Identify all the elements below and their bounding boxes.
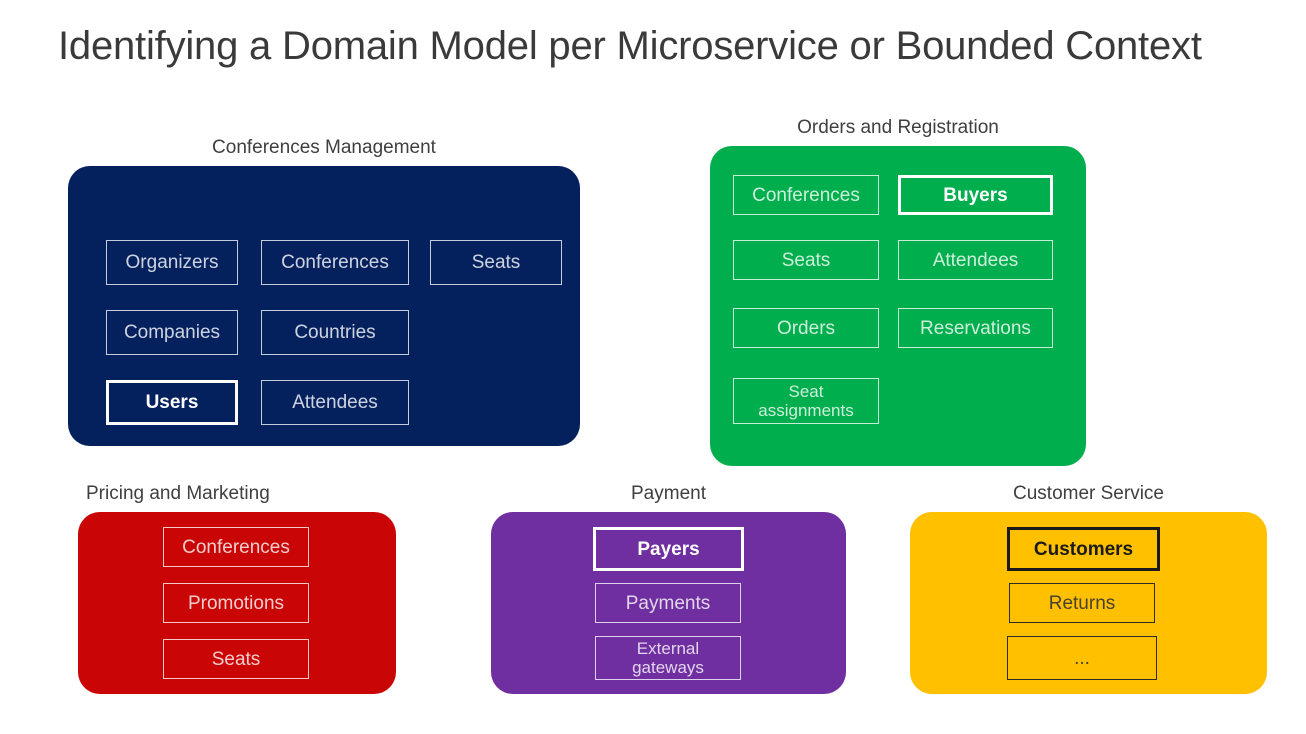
context-panel-pricing-and-marketing: Conferences Promotions Seats: [78, 512, 396, 694]
entity-card-buyers[interactable]: Buyers: [898, 175, 1053, 215]
context-caption-conferences-management: Conferences Management: [212, 137, 436, 158]
context-panel-customer-service: Customers Returns ...: [910, 512, 1267, 694]
entity-card-organizers[interactable]: Organizers: [106, 240, 238, 285]
context-group-pricing-and-marketing: Pricing and Marketing Conferences Promot…: [78, 482, 396, 694]
entity-card-conferences[interactable]: Conferences: [733, 175, 879, 215]
context-group-payment: Payment Payers Payments External gateway…: [491, 482, 846, 694]
entity-card-seats[interactable]: Seats: [163, 639, 309, 679]
context-caption-orders-and-registration: Orders and Registration: [797, 117, 999, 138]
context-group-conferences-management: Conferences Management Organizers Confer…: [68, 136, 580, 446]
context-panel-payment: Payers Payments External gateways: [491, 512, 846, 694]
entity-card-seats[interactable]: Seats: [430, 240, 562, 285]
context-group-orders-and-registration: Orders and Registration Conferences Buye…: [710, 116, 1086, 466]
entity-card-promotions[interactable]: Promotions: [163, 583, 309, 623]
entity-card-orders[interactable]: Orders: [733, 308, 879, 348]
entity-card-seat-assignments[interactable]: Seat assignments: [733, 378, 879, 424]
context-panel-conferences-management: Organizers Conferences Seats Companies C…: [68, 166, 580, 446]
entity-card-customers[interactable]: Customers: [1007, 527, 1160, 571]
entity-card-companies[interactable]: Companies: [106, 310, 238, 355]
entity-card-users[interactable]: Users: [106, 380, 238, 425]
context-group-customer-service: Customer Service Customers Returns ...: [910, 482, 1267, 694]
entity-card-attendees[interactable]: Attendees: [261, 380, 409, 425]
entity-card-attendees[interactable]: Attendees: [898, 240, 1053, 280]
entity-card-seats[interactable]: Seats: [733, 240, 879, 280]
page-title: Identifying a Domain Model per Microserv…: [58, 24, 1202, 68]
context-panel-orders-and-registration: Conferences Buyers Seats Attendees Order…: [710, 146, 1086, 466]
entity-card-conferences[interactable]: Conferences: [163, 527, 309, 567]
context-caption-payment: Payment: [631, 483, 706, 504]
entity-card-external-gateways[interactable]: External gateways: [595, 636, 741, 680]
entity-card-returns[interactable]: Returns: [1009, 583, 1155, 623]
context-caption-pricing-and-marketing: Pricing and Marketing: [86, 483, 270, 504]
context-caption-customer-service: Customer Service: [1013, 483, 1164, 504]
entity-card-ellipsis[interactable]: ...: [1007, 636, 1157, 680]
entity-card-payments[interactable]: Payments: [595, 583, 741, 623]
entity-card-payers[interactable]: Payers: [593, 527, 744, 571]
entity-card-countries[interactable]: Countries: [261, 310, 409, 355]
entity-card-reservations[interactable]: Reservations: [898, 308, 1053, 348]
entity-card-conferences[interactable]: Conferences: [261, 240, 409, 285]
